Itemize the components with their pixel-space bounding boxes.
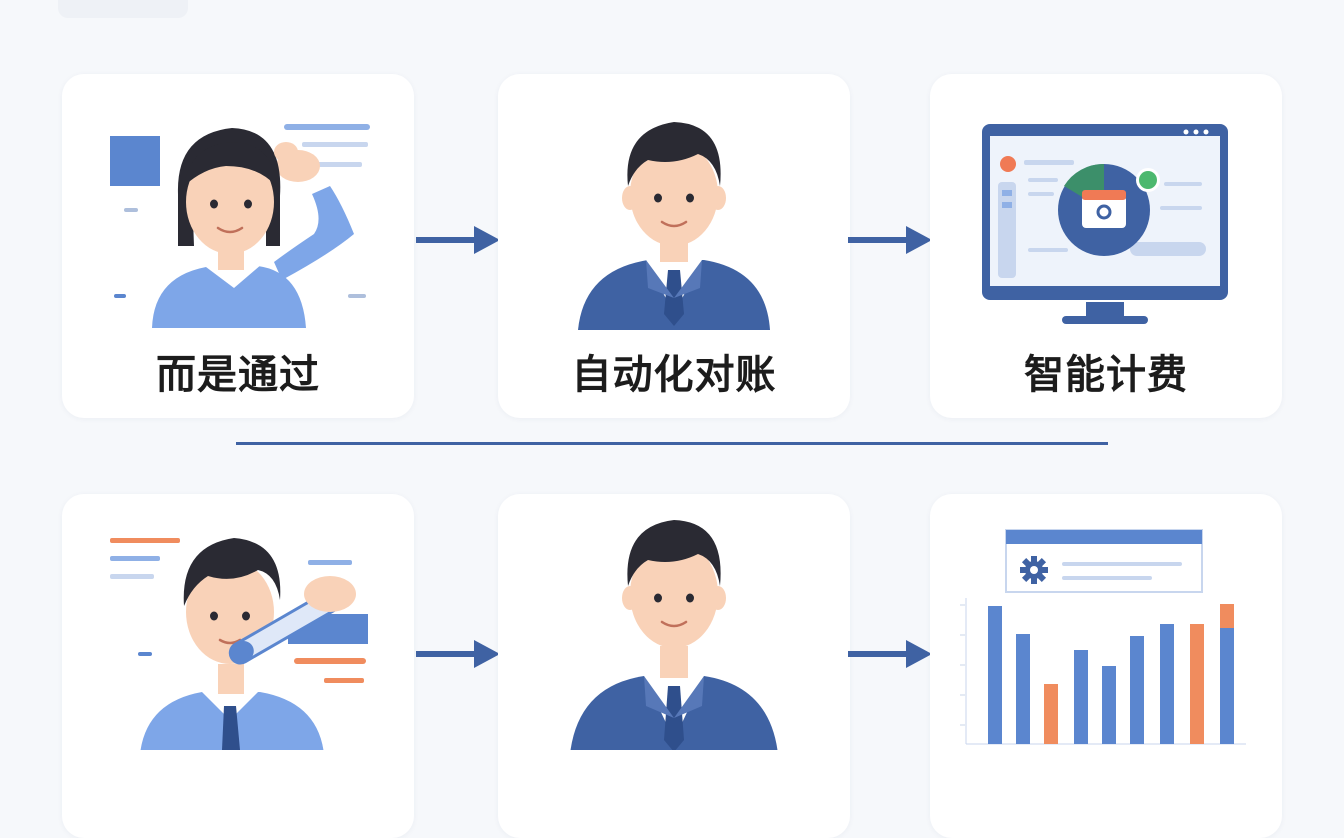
- step-label: 智能计费: [1024, 352, 1188, 398]
- step-card-4: [62, 494, 414, 838]
- arrow-right-icon: [416, 226, 500, 254]
- arrow-right-icon: [848, 640, 932, 668]
- man-writing-icon: [110, 538, 368, 750]
- step-card-3: 智能计费: [930, 74, 1282, 418]
- step-card-2: 自动化对账: [498, 74, 850, 418]
- arrow-right-icon: [848, 226, 932, 254]
- monitor-dashboard-icon: [982, 124, 1228, 324]
- bar-chart-icon: [960, 529, 1246, 745]
- step-label: 自动化对账: [571, 352, 777, 398]
- woman-thinking-icon: [110, 124, 370, 328]
- step-label: 而是通过: [156, 352, 320, 398]
- top-tab-decoration: [58, 0, 188, 18]
- step-card-6: [930, 494, 1282, 838]
- arrow-right-icon: [416, 640, 500, 668]
- step-card-1: 而是通过: [62, 74, 414, 418]
- businessman-icon: [570, 520, 778, 750]
- row-divider: [236, 442, 1108, 445]
- businessman-icon: [578, 122, 770, 330]
- step-card-5: [498, 494, 850, 838]
